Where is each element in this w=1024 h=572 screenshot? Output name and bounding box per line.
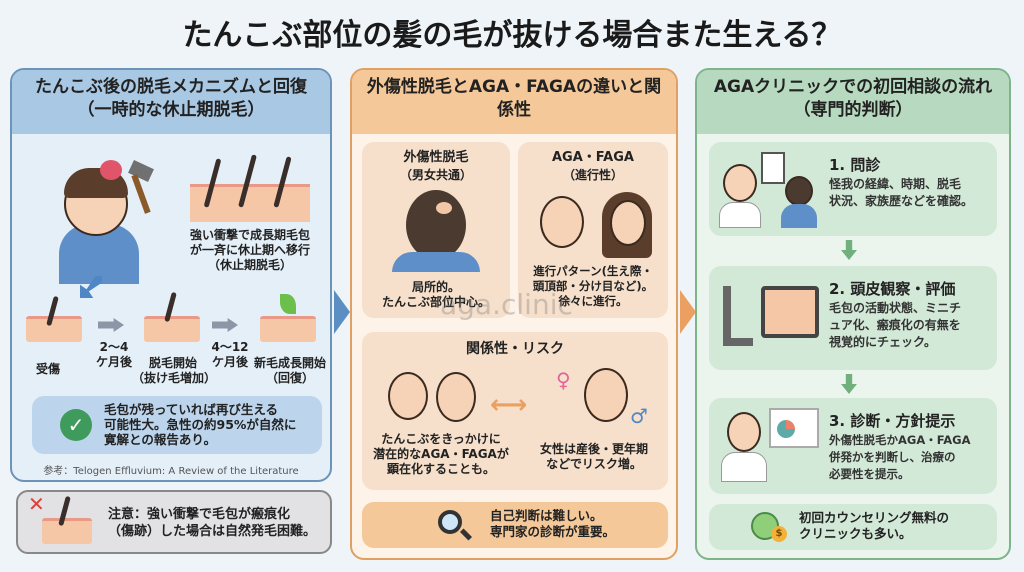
cross-icon: ✕: [28, 492, 45, 516]
aga-card: AGA・FAGA （進行性） 進行パターン(生え際・ 頭頂部・分け目など)。 徐…: [518, 142, 668, 318]
regrowth-skin-icon: [260, 316, 316, 342]
reference-text: 参考：Telogen Effluvium: A Review of the Li…: [43, 466, 299, 477]
down-arrow-icon: [841, 240, 857, 260]
consultation-heading: AGAクリニックでの初回相談の流れ（専門的判断）: [697, 70, 1009, 134]
risk-left-line: 潜在的なAGA・FAGAが: [373, 447, 509, 461]
mechanism-panel: たんこぶ後の脱毛メカニズムと回復（一時的な休止期脱毛） 強い衝撃で成長期毛包 が…: [10, 68, 332, 482]
clipboard-icon: [761, 152, 785, 184]
arrow-right-icon: [212, 318, 238, 332]
arrow-right-icon: [98, 318, 124, 332]
step-desc-line: 状況、家族歴などを確認。: [829, 194, 974, 208]
caution-line: 注意：強い衝撃で毛包が瘢痕化: [108, 507, 291, 522]
comparison-panel: 外傷性脱毛とAGA・FAGAの違いと関係性 外傷性脱毛 （男女共通） 局所的。 …: [350, 68, 678, 560]
male-symbol-icon: ♂: [630, 404, 648, 428]
timeline-interval-1: 2〜4 ケ月後: [95, 340, 132, 369]
step-desc-line: 外傷性脱毛かAGA・FAGA: [829, 433, 971, 447]
timeline-shedding: 脱毛開始 （抜け毛増加）: [132, 356, 217, 385]
shock-caption-line: が一斉に休止期へ移行: [189, 243, 310, 257]
note-line: 初回カウンセリング無料の: [799, 510, 950, 525]
monitor-icon: [761, 286, 819, 338]
step-desc-line: 怪我の経緯、時期、脱毛: [829, 177, 962, 191]
sprout-icon: [280, 294, 296, 314]
risk-right-line: などでリスク増。: [546, 457, 642, 471]
risk-left-line: たんこぶをきっかけに: [381, 432, 501, 446]
down-arrow-icon: [841, 374, 857, 394]
step-desc-line: ュア化、瘢痕化の有無を: [829, 318, 961, 332]
woman-avatar: [436, 372, 476, 422]
double-arrow-icon: ⟷: [490, 390, 528, 420]
woman-avatar: [584, 368, 628, 422]
microscope-icon: [723, 286, 753, 346]
free-counseling-note: $ 初回カウンセリング無料の クリニックも多い。: [709, 504, 997, 550]
man-avatar: [388, 372, 428, 420]
check-icon: ✓: [60, 409, 92, 441]
trauma-desc-line: たんこぶ部位中心。: [381, 295, 490, 309]
trauma-subtitle: （男女共通）: [399, 168, 472, 182]
step-desc-line: 必要性を提示。: [829, 467, 910, 481]
shedding-skin-icon: [144, 316, 200, 342]
watermark: aga.clinic: [440, 288, 573, 321]
step-diagnosis: 3. 診断・方針提示 外傷性脱毛かAGA・FAGA 併発かを判断し、治療の 必要…: [709, 398, 997, 494]
aga-subtitle: （進行性）: [562, 168, 623, 182]
magnifier-icon: [438, 510, 462, 534]
head-back-illustration: [406, 190, 466, 260]
recovery-note-line: 毛包が残っていれば再び生える: [104, 402, 279, 417]
trauma-card: 外傷性脱毛 （男女共通） 局所的。 たんこぶ部位中心。: [362, 142, 510, 318]
step-title: 2. 頭皮観察・評価: [829, 280, 956, 298]
mechanism-heading: たんこぶ後の脱毛メカニズムと回復（一時的な休止期脱毛）: [12, 70, 330, 134]
step-desc-line: 併発かを判断し、治療の: [829, 450, 956, 464]
timeline-interval-2: 4〜12 ケ月後: [211, 340, 249, 369]
step-interview: 1. 問診 怪我の経緯、時期、脱毛 状況、家族歴などを確認。: [709, 142, 997, 236]
risk-card: 関係性・リスク ⟷ ♀ ♂ たんこぶをきっかけに 潜在的なAGA・FAGAが 顕…: [362, 332, 668, 490]
aga-desc-line: 頭頂部・分け目など)。: [532, 279, 654, 293]
risk-right-line: 女性は産後・更年期: [539, 442, 648, 456]
step-title: 3. 診断・方針提示: [829, 412, 956, 430]
step-scalp-exam: 2. 頭皮観察・評価 毛包の活動状態、ミニチ ュア化、瘢痕化の有無を 視覚的にチ…: [709, 266, 997, 370]
injury-skin-icon: [26, 316, 82, 342]
aga-desc-line: 進行パターン(生え際・: [533, 264, 653, 278]
comparison-heading: 外傷性脱毛とAGA・FAGAの違いと関係性: [352, 70, 676, 134]
chevron-right-icon: [334, 290, 350, 334]
step-desc-line: 視覚的にチェック。: [829, 335, 937, 349]
female-symbol-icon: ♀: [556, 368, 571, 392]
aga-title: AGA・FAGA: [552, 150, 634, 165]
risk-title: 関係性・リスク: [466, 341, 564, 357]
caution-line: （傷跡）した場合は自然発毛困難。: [108, 524, 317, 539]
risk-left-line: 顕在化することも。: [386, 462, 495, 476]
woman-avatar: [610, 200, 646, 246]
note-line: クリニックも多い。: [799, 526, 912, 541]
page-title: たんこぶ部位の髪の毛が抜ける場合また生える？: [182, 18, 842, 53]
trauma-title: 外傷性脱毛: [403, 150, 469, 165]
aga-desc-line: 徐々に進行。: [558, 294, 628, 308]
doctor-avatar: [727, 412, 761, 452]
step-desc-line: 毛包の活動状態、ミニチ: [829, 301, 962, 315]
timeline-regrowth: 新毛成長開始 （回復）: [253, 356, 326, 385]
self-judgement-note: 自己判断は難しい。 専門家の診断が重要。: [362, 502, 668, 548]
recovery-note-line: 寛解との報告あり。: [104, 432, 217, 447]
note-line: 専門家の診断が重要。: [490, 524, 616, 539]
recovery-note-line: 可能性大。急性の約95%が自然に: [104, 417, 297, 432]
shock-caption-line: （休止期脱毛）: [207, 258, 292, 272]
follicle-illustration: [190, 150, 310, 224]
man-avatar: [540, 196, 584, 248]
caution-box: ✕ 注意：強い衝撃で毛包が瘢痕化 （傷跡）した場合は自然発毛困難。: [16, 490, 332, 554]
step-title: 1. 問診: [829, 156, 881, 174]
recovery-note: ✓ 毛包が残っていれば再び生える 可能性大。急性の約95%が自然に 寛解との報告…: [32, 396, 322, 454]
chart-board-icon: [769, 408, 819, 448]
chevron-right-icon: [680, 290, 696, 334]
injured-boy-illustration: [34, 154, 154, 284]
note-line: 自己判断は難しい。: [490, 508, 603, 523]
trauma-desc-line: 局所的。: [411, 280, 460, 294]
timeline-injury: 受傷: [35, 362, 60, 376]
shock-caption-line: 強い衝撃で成長期毛包: [189, 228, 310, 242]
consultation-panel: AGAクリニックでの初回相談の流れ（専門的判断） 1. 問診 怪我の経緯、時期、…: [695, 68, 1011, 560]
